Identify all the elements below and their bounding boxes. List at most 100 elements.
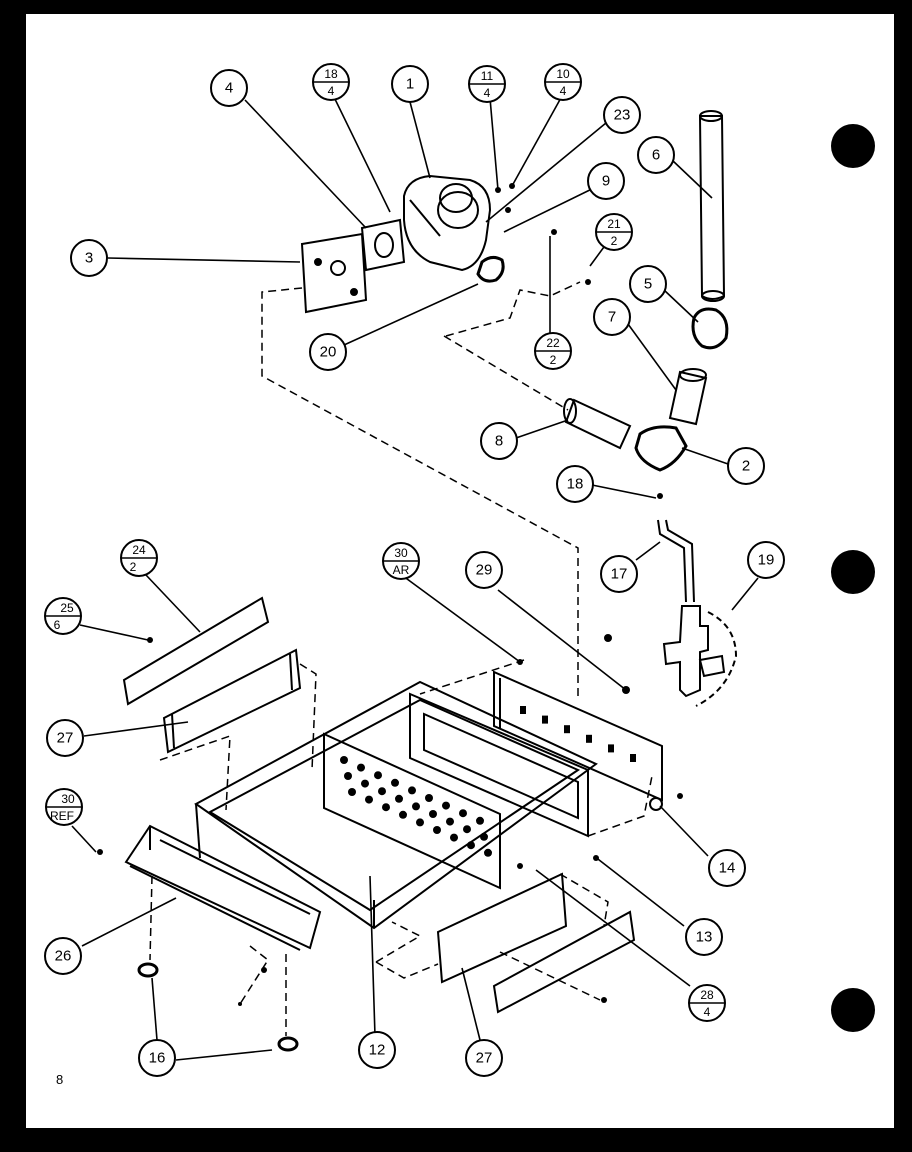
callout-1: 1	[391, 65, 429, 103]
callout-19: 19	[747, 541, 785, 579]
callout-16: 16	[138, 1039, 176, 1077]
callout-12: 12	[358, 1031, 396, 1069]
perforation-hole	[433, 826, 441, 834]
svg-text:30: 30	[394, 546, 408, 560]
callout-29-label: 29	[476, 562, 493, 579]
callout-bubbles: 1 2 3 4 5 6 7 8 9 12 13 14 16 17 18 19 2…	[44, 65, 785, 1077]
part-side-bracket-right	[436, 872, 568, 984]
perforation-hole	[374, 771, 382, 780]
perforation-hole	[365, 795, 373, 804]
perforation-hole	[382, 803, 390, 812]
perforation-hole	[412, 802, 420, 811]
svg-text:4: 4	[704, 1005, 711, 1019]
plate-hole	[330, 260, 346, 276]
callout-29: 29	[465, 551, 503, 589]
fraction-25-6: 256	[44, 597, 82, 635]
paper-background	[26, 14, 894, 1128]
part-gasket-ring	[476, 255, 505, 283]
part-foot-upper	[137, 962, 159, 978]
svg-text:18: 18	[324, 67, 338, 81]
callout-4-label: 4	[225, 80, 233, 97]
fraction-22-2: 222	[534, 332, 572, 370]
part-drain-tube	[657, 519, 687, 603]
callout-8: 8	[480, 422, 518, 460]
callout-27-lower: 27	[465, 1039, 503, 1077]
perforation-hole	[446, 817, 454, 826]
callout-2: 2	[727, 447, 765, 485]
part-pipe-short	[668, 370, 708, 426]
part-perforated-panel	[323, 732, 501, 890]
callout-27-lower-label: 27	[476, 1050, 493, 1067]
perforation-hole	[391, 778, 399, 787]
assembly-dashed-lines	[149, 281, 653, 1036]
callout-1-label: 1	[406, 76, 414, 93]
fraction-21-2: 212	[595, 213, 633, 251]
perforation-hole	[416, 818, 424, 827]
perforation-hole	[459, 809, 467, 818]
svg-text:AR: AR	[393, 563, 410, 577]
perforation-hole	[361, 779, 369, 788]
part-front-channel	[124, 824, 322, 950]
perforation-hole	[463, 825, 471, 834]
callout-14: 14	[708, 849, 746, 887]
fastener-marks	[97, 183, 683, 1006]
callout-27-upper-label: 27	[57, 730, 74, 747]
callout-5-label: 5	[644, 276, 652, 293]
callout-16-label: 16	[149, 1050, 166, 1067]
svg-text:11: 11	[481, 69, 494, 83]
panel-tab	[564, 725, 570, 734]
panel-tab	[542, 715, 548, 724]
svg-text:4: 4	[484, 86, 491, 100]
callout-20-label: 20	[320, 344, 337, 361]
binder-hole-bottom	[831, 988, 875, 1032]
perforation-hole	[476, 816, 484, 825]
perforation-hole	[484, 848, 492, 857]
callout-20: 20	[309, 333, 347, 371]
panel-tab	[520, 706, 526, 714]
callout-6-label: 6	[652, 147, 660, 164]
callout-7-label: 7	[608, 309, 616, 326]
callout-6: 6	[637, 136, 675, 174]
part-pipe-horizontal	[564, 398, 632, 450]
callout-26: 26	[44, 937, 82, 975]
perforation-hole	[357, 763, 365, 772]
panel-tab	[586, 734, 592, 743]
callout-4: 4	[210, 69, 248, 107]
svg-text:2: 2	[550, 353, 557, 367]
perforation-hole	[340, 756, 348, 764]
callout-17: 17	[600, 555, 638, 593]
part-top-panel-left	[122, 596, 270, 706]
callout-3-label: 3	[85, 250, 93, 267]
callout-13-label: 13	[696, 929, 713, 946]
panel-tab	[630, 754, 636, 762]
svg-text:4: 4	[560, 84, 567, 98]
callout-19-label: 19	[758, 552, 775, 569]
binder-hole-middle	[831, 550, 875, 594]
callout-26-label: 26	[55, 948, 72, 965]
part-coupling	[691, 307, 729, 350]
perforation-hole	[348, 788, 356, 796]
part-top-panel-right	[492, 910, 636, 1014]
panel-perforations	[340, 706, 636, 857]
svg-text:30: 30	[61, 792, 75, 806]
panel-tab	[608, 744, 614, 753]
callout-14-label: 14	[719, 860, 736, 877]
callout-9-label: 9	[602, 173, 610, 190]
callout-18: 18	[556, 465, 594, 503]
callout-8-label: 8	[495, 433, 503, 450]
svg-text:4: 4	[328, 84, 335, 98]
svg-text:REF: REF	[50, 809, 74, 823]
callout-13: 13	[685, 918, 723, 956]
part-blower-motor	[403, 174, 492, 272]
callout-27-upper: 27	[46, 719, 84, 757]
part-side-bracket-left	[162, 648, 302, 754]
callout-18-label: 18	[567, 476, 584, 493]
fraction-18-4: 184	[312, 63, 350, 101]
callout-2-label: 2	[742, 458, 750, 475]
binder-hole-top	[831, 124, 875, 168]
